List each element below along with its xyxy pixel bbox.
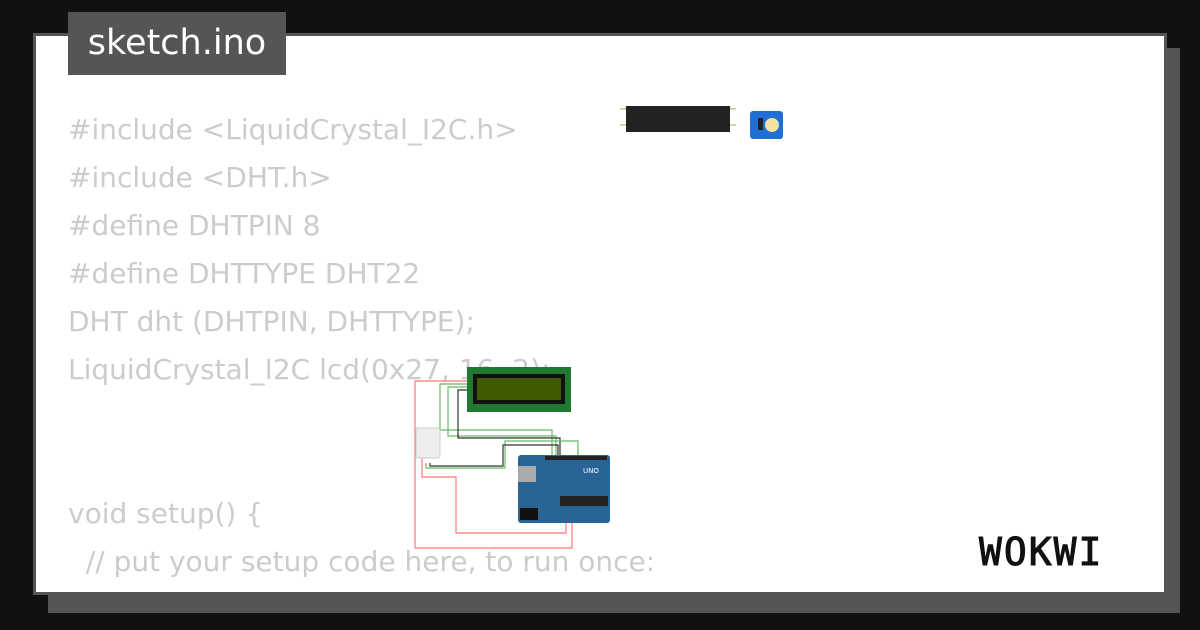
led-matrix (620, 106, 736, 132)
rtc-module (750, 111, 783, 139)
code-line: #include <DHT.h> (68, 161, 332, 194)
code-line: void setup() { (68, 497, 264, 530)
code-preview-card: #include <LiquidCrystal_I2C.h> #include <… (33, 33, 1167, 595)
arduino-uno: UNO (518, 455, 610, 523)
board-label: UNO (583, 467, 599, 475)
code-line: #include <LiquidCrystal_I2C.h> (68, 113, 518, 146)
wires (414, 380, 579, 549)
code-line: DHT dht (DHTPIN, DHTTYPE); (68, 305, 475, 338)
code-block: #include <LiquidCrystal_I2C.h> #include <… (68, 106, 656, 592)
code-line: #define DHTPIN 8 (68, 209, 321, 242)
wokwi-logo: WOKWI (979, 530, 1103, 575)
svg-text:WOKWI: WOKWI (979, 530, 1103, 574)
code-line: #define DHTTYPE DHT22 (68, 257, 421, 290)
code-line: // put your setup code here, to run once… (68, 545, 656, 578)
file-tab[interactable]: sketch.ino (68, 12, 286, 75)
dht22-sensor (415, 427, 441, 459)
lcd1602 (467, 367, 571, 412)
